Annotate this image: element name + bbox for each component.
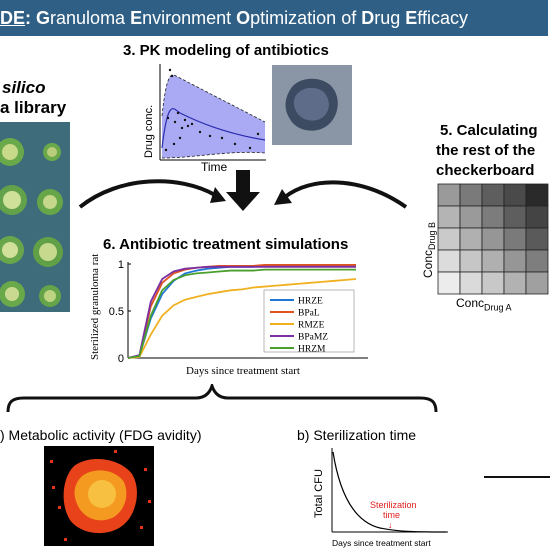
bracket xyxy=(6,384,438,413)
banner-prefix: DE xyxy=(0,8,26,28)
sterilization-annotation-line1: Sterilization xyxy=(370,500,417,510)
checkerboard-cell xyxy=(525,183,549,207)
checkerboard-cell xyxy=(437,227,461,251)
checkerboard-xlabel-main: Conc xyxy=(456,296,485,310)
legend-label: BPaL xyxy=(298,309,320,319)
banner-word-rest: rug xyxy=(374,8,406,28)
series-line-bpal xyxy=(127,264,356,359)
banner-initial: E xyxy=(405,8,418,28)
granuloma-library-image xyxy=(0,122,70,312)
checkerboard-cell xyxy=(459,227,483,251)
checkerboard-cell xyxy=(437,249,461,273)
checkerboard-xlabel-sub: Drug A xyxy=(484,302,512,313)
banner-word-rest: fficacy xyxy=(417,8,468,28)
down-arrow-head xyxy=(226,192,260,211)
banner-initial: O xyxy=(236,8,251,28)
banner-word-rest: ranuloma xyxy=(50,8,131,28)
fdg-avidity-map xyxy=(44,446,154,546)
sterilization-title: b) Sterilization time xyxy=(297,427,417,443)
library-heading-line1: silico xyxy=(2,78,46,97)
pk-lower-bound xyxy=(161,151,266,159)
checkerboard-cell xyxy=(459,271,483,295)
series-line-bpamz xyxy=(127,265,356,359)
checkerboard-cell xyxy=(503,227,527,251)
checkerboard-cell xyxy=(459,183,483,207)
cfu-curve xyxy=(332,451,447,533)
banner-initial: G xyxy=(36,8,51,28)
metabolic-title: ) Metabolic activity (FDG avidity) xyxy=(0,427,202,443)
checkerboard-cell xyxy=(503,249,527,273)
checkerboard-cell xyxy=(481,205,505,229)
y-tick-label: 0.5 xyxy=(109,306,124,318)
granuloma-micrograph xyxy=(272,65,352,145)
connector-line xyxy=(484,476,550,478)
pk-observations xyxy=(164,68,260,152)
series-line-rmze xyxy=(127,278,357,359)
banner-colon: : xyxy=(25,8,37,28)
y-tick-label: 1 xyxy=(118,259,124,271)
series-line-hrzm xyxy=(127,268,356,359)
cfu-xlabel: Days since treatment start xyxy=(332,538,431,548)
checkerboard-cell xyxy=(525,227,549,251)
left-curved-arrow xyxy=(78,179,216,209)
flow-arrows xyxy=(78,170,408,211)
banner-initial: D xyxy=(361,8,375,28)
checkerboard-cell xyxy=(503,183,527,207)
legend-label: BPaMZ xyxy=(298,333,328,343)
checkerboard-cell xyxy=(525,205,549,229)
checkerboard-xlabel: ConcDrug A xyxy=(456,296,512,312)
pk-confidence-band xyxy=(162,74,265,158)
checkerboard-cell xyxy=(525,249,549,273)
checkerboard-title-line2: the rest of the xyxy=(436,142,536,159)
y-tick-labels: 00.51 xyxy=(109,259,131,365)
sim-title: 6. Antibiotic treatment simulations xyxy=(103,236,349,253)
sterilization-annotation-line2: time xyxy=(383,510,400,520)
checkerboard-title-line3: checkerboard xyxy=(436,162,535,179)
checkerboard-cell xyxy=(459,205,483,229)
pk-ylabel: Drug conc. xyxy=(143,105,155,158)
checkerboard-cell xyxy=(481,183,505,207)
checkerboard-cell xyxy=(437,271,461,295)
legend: HRZE BPaL RMZE BPaMZ HRZM xyxy=(270,297,328,355)
banner-words: Granuloma Environment Optimization of Dr… xyxy=(36,8,468,28)
legend-label: HRZM xyxy=(298,345,326,355)
cfu-ylabel: Total CFU xyxy=(313,469,325,518)
checkerboard-cell xyxy=(459,249,483,273)
sterilization-annotation-arrow: ↓ xyxy=(388,520,393,530)
legend-label: RMZE xyxy=(298,321,325,331)
banner-word-rest: ptimization of xyxy=(250,8,362,28)
checkerboard-cell xyxy=(503,205,527,229)
legend-label: HRZE xyxy=(298,297,323,307)
pk-title: 3. PK modeling of antibiotics xyxy=(123,42,329,59)
pk-upper-bound xyxy=(161,74,266,123)
checkerboard-cell xyxy=(481,271,505,295)
right-curved-arrow xyxy=(283,180,408,209)
y-tick-label: 0 xyxy=(118,353,124,365)
checkerboard-cell xyxy=(525,271,549,295)
series-lines xyxy=(127,264,357,359)
checkerboard-title-line1: 5. Calculating xyxy=(440,122,538,139)
chart-xlabel: Days since treatment start xyxy=(186,365,300,377)
checkerboard-cell xyxy=(503,271,527,295)
banner-word-rest: nvironment xyxy=(142,8,237,28)
checkerboard-cell xyxy=(437,205,461,229)
pk-mean-curve xyxy=(161,108,266,149)
library-heading-line2: a library xyxy=(0,98,67,117)
pk-plot: Drug conc. xyxy=(143,64,266,161)
checkerboard-cell xyxy=(481,249,505,273)
pk-xlabel: Time xyxy=(201,160,228,174)
title-banner: DE: Granuloma Environment Optimization o… xyxy=(0,0,548,36)
granuloma-tiles xyxy=(0,138,63,307)
chart-ylabel: Sterilized granuloma ratio xyxy=(89,254,101,360)
checkerboard-cell xyxy=(481,227,505,251)
checkerboard-cell xyxy=(437,183,461,207)
checkerboard-heatmap: ConcDrug B xyxy=(421,183,549,295)
checkerboard-ylabel: ConcDrug B xyxy=(421,222,437,278)
down-arrow-shaft xyxy=(236,170,250,192)
cfu-decay-plot: Total CFU Sterilization time ↓ Days sinc… xyxy=(313,448,448,548)
checkerboard-cells xyxy=(437,183,549,295)
banner-initial: E xyxy=(130,8,143,28)
